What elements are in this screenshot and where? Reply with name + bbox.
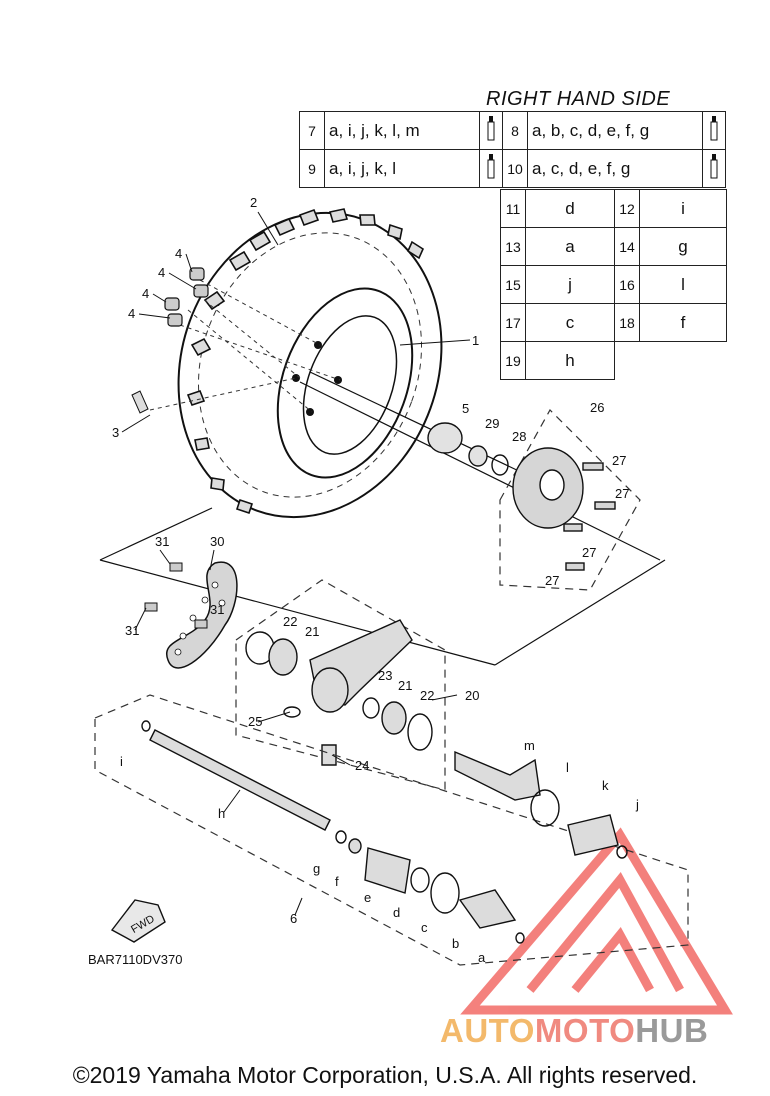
copyright-notice: ©2019 Yamaha Motor Corporation, U.S.A. A… <box>72 1062 698 1088</box>
callout-28: 28 <box>512 429 526 444</box>
watermark-part-1: AUTO <box>440 1012 535 1049</box>
callout-22-a: 22 <box>283 614 297 629</box>
callout-27-d: 27 <box>545 573 559 588</box>
callout-30: 30 <box>210 534 224 549</box>
legend-part-number: 18 <box>614 303 640 342</box>
callout-l: l <box>566 760 569 775</box>
legend-part-number: 10 <box>502 149 528 188</box>
legend-part-number: 16 <box>614 265 640 304</box>
callout-1: 1 <box>472 333 479 348</box>
callout-k: k <box>602 778 609 793</box>
legend-part-letter: i <box>639 189 727 228</box>
tube-icon <box>702 111 726 150</box>
callout-2: 2 <box>250 195 257 210</box>
legend-part-letter: h <box>525 341 615 380</box>
component-legend-table: 7 a, i, j, k, l, m 8 a, b, c, d, e, f, g… <box>299 111 726 188</box>
callout-5: 5 <box>462 401 469 416</box>
side-title: RIGHT HAND SIDE <box>486 88 671 110</box>
legend-row: 19 h <box>500 341 727 380</box>
watermark-triangle-logo <box>460 827 733 1015</box>
callout-h: h <box>218 806 225 821</box>
forward-arrow-icon: FWD <box>110 899 166 943</box>
watermark-text: AUTOMOTOHUB <box>440 1012 708 1050</box>
empty-cell <box>615 342 640 380</box>
legend-part-number: 12 <box>614 189 640 228</box>
callout-d: d <box>393 905 400 920</box>
legend-part-number: 19 <box>500 341 526 380</box>
empty-cell <box>640 342 727 380</box>
legend-part-number: 9 <box>299 149 325 188</box>
tube-icon <box>479 111 503 150</box>
callout-4-b: 4 <box>158 265 165 280</box>
watermark-part-3: HUB <box>635 1012 709 1049</box>
callout-4-a: 4 <box>175 246 182 261</box>
sub-part-legend-table: 11 d 12 i 13 a 14 g 15 j 16 l 17 c 18 f … <box>500 189 727 380</box>
callout-e: e <box>364 890 371 905</box>
legend-part-letter: a <box>525 227 615 266</box>
callout-4-d: 4 <box>128 306 135 321</box>
legend-part-letter: d <box>525 189 615 228</box>
callout-27-a: 27 <box>612 453 626 468</box>
callout-25: 25 <box>248 714 262 729</box>
legend-part-number: 14 <box>614 227 640 266</box>
callout-4-c: 4 <box>142 286 149 301</box>
callout-29: 29 <box>485 416 499 431</box>
callout-24: 24 <box>355 758 369 773</box>
callout-6: 6 <box>290 911 297 926</box>
legend-part-number: 11 <box>500 189 526 228</box>
callout-j: j <box>635 797 639 812</box>
callout-i: i <box>120 754 123 769</box>
legend-part-codes: a, c, d, e, f, g <box>527 149 703 188</box>
callout-31-a: 31 <box>155 534 169 549</box>
callout-26: 26 <box>590 400 604 415</box>
callout-20: 20 <box>465 688 479 703</box>
legend-part-number: 8 <box>502 111 528 150</box>
legend-part-letter: j <box>525 265 615 304</box>
legend-part-codes: a, i, j, k, l, m <box>324 111 480 150</box>
callout-m: m <box>524 738 535 753</box>
tube-icon <box>702 149 726 188</box>
callout-23: 23 <box>378 668 392 683</box>
legend-row: 7 a, i, j, k, l, m 8 a, b, c, d, e, f, g <box>299 111 726 150</box>
legend-part-codes: a, i, j, k, l <box>324 149 480 188</box>
legend-part-letter: l <box>639 265 727 304</box>
watermark-part-2: MOTO <box>534 1012 636 1049</box>
legend-row: 17 c 18 f <box>500 303 727 342</box>
callout-21-a: 21 <box>305 624 319 639</box>
callout-f: f <box>335 874 339 889</box>
legend-part-letter: c <box>525 303 615 342</box>
callout-3: 3 <box>112 425 119 440</box>
callout-b: b <box>452 936 459 951</box>
callout-27-c: 27 <box>582 545 596 560</box>
legend-part-number: 13 <box>500 227 526 266</box>
tube-icon <box>479 149 503 188</box>
legend-row: 9 a, i, j, k, l 10 a, c, d, e, f, g <box>299 149 726 188</box>
callout-22-b: 22 <box>420 688 434 703</box>
legend-part-codes: a, b, c, d, e, f, g <box>527 111 703 150</box>
legend-part-letter: g <box>639 227 727 266</box>
callout-27-b: 27 <box>615 486 629 501</box>
callout-21-b: 21 <box>398 678 412 693</box>
legend-part-number: 15 <box>500 265 526 304</box>
legend-part-number: 7 <box>299 111 325 150</box>
legend-part-letter: f <box>639 303 727 342</box>
callout-c: c <box>421 920 428 935</box>
legend-row: 13 a 14 g <box>500 227 727 266</box>
legend-part-number: 17 <box>500 303 526 342</box>
brake-disc <box>144 561 238 669</box>
legend-row: 15 j 16 l <box>500 265 727 304</box>
callout-31-c: 31 <box>125 623 139 638</box>
callout-31-b: 31 <box>210 602 224 617</box>
callout-g: g <box>313 861 320 876</box>
callout-a: a <box>478 950 486 965</box>
tire-assembly <box>177 208 443 519</box>
diagram-code: BAR7110DV370 <box>88 952 183 967</box>
legend-row: 11 d 12 i <box>500 189 727 228</box>
